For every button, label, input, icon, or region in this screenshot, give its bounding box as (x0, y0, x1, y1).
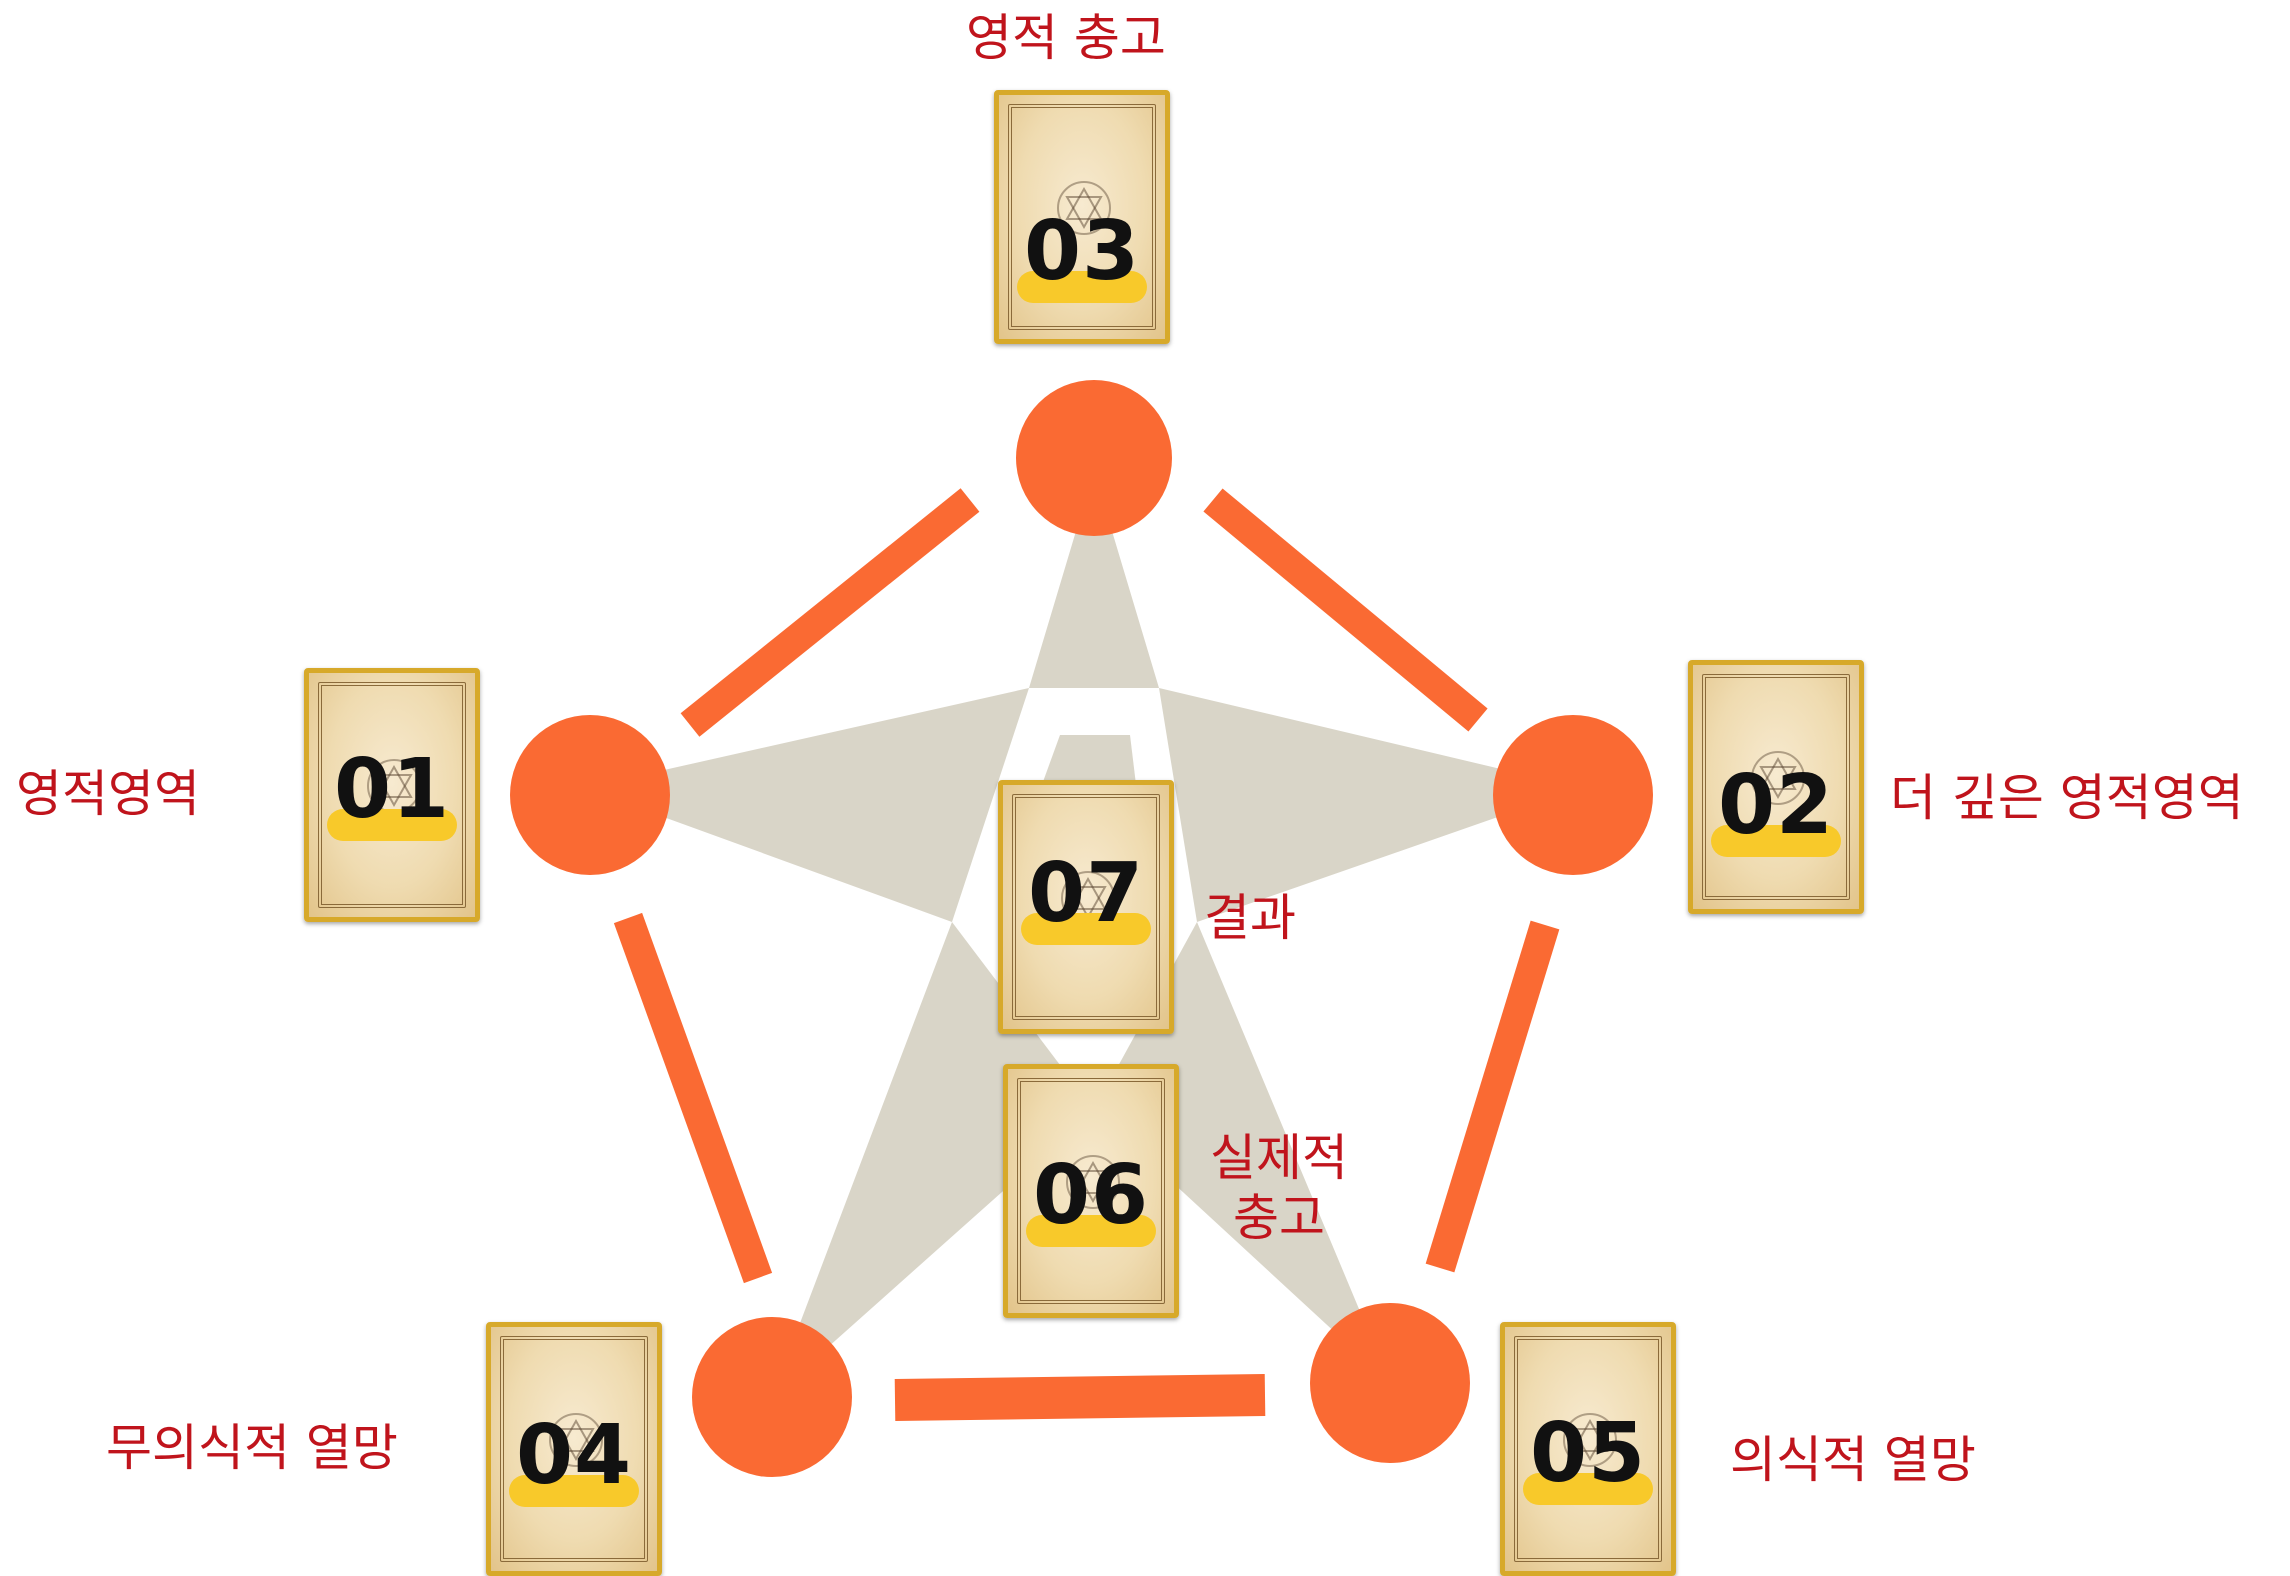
number-highlight (1021, 913, 1151, 945)
number-highlight (327, 809, 457, 841)
card-05: 05 (1500, 1322, 1676, 1576)
number-highlight (1711, 825, 1841, 857)
card-frame (318, 682, 466, 908)
node-right (1493, 715, 1653, 875)
number-highlight (1026, 1215, 1156, 1247)
label-conscious-desire: 의식적 열망 (1730, 1431, 1976, 1489)
edge-bottom (894, 1374, 1266, 1421)
hexagram-icon (1057, 181, 1111, 235)
label-result: 결과 (1204, 889, 1296, 947)
node-top (1016, 380, 1172, 536)
number-highlight (1017, 271, 1147, 303)
label-spiritual-realm: 영적영역 (16, 765, 200, 823)
hexagram-icon (1563, 1413, 1617, 1467)
edge-top-left (680, 488, 980, 737)
hexagram-icon (549, 1413, 603, 1467)
card-frame (1008, 104, 1156, 330)
card-number: 02 (1717, 758, 1835, 853)
card-frame (500, 1336, 648, 1562)
card-frame (1514, 1336, 1662, 1562)
card-01: 01 (304, 668, 480, 922)
label-practical-advice: 실제적 충고 (1210, 1129, 1348, 1247)
card-number: 06 (1032, 1148, 1150, 1243)
card-number: 01 (333, 742, 451, 837)
card-frame (1702, 674, 1850, 900)
card-number: 07 (1027, 846, 1145, 941)
pentagon-nodes (510, 380, 1653, 1477)
edge-top-right (1203, 488, 1488, 732)
hexagram-icon (1751, 751, 1805, 805)
card-frame (1012, 794, 1160, 1020)
card-04: 04 (486, 1322, 662, 1576)
node-bottom-left (692, 1317, 852, 1477)
number-highlight (509, 1475, 639, 1507)
card-frame (1017, 1078, 1165, 1304)
card-number: 03 (1023, 204, 1141, 299)
pentagon-edges (613, 488, 1560, 1421)
edge-left (613, 912, 773, 1284)
hexagram-icon (1066, 1155, 1120, 1209)
card-02: 02 (1688, 660, 1864, 914)
number-highlight (1523, 1473, 1653, 1505)
edge-right (1425, 920, 1560, 1273)
node-bottom-right (1310, 1303, 1470, 1463)
label-spiritual-advice: 영적 충고 (966, 9, 1166, 67)
card-07: 07 (998, 780, 1174, 1034)
label-unconscious-desire: 무의식적 열망 (106, 1419, 398, 1477)
card-number: 05 (1529, 1406, 1647, 1501)
label-deeper-spiritual-realm: 더 깊은 영적영역 (1890, 769, 2244, 827)
node-left (510, 715, 670, 875)
card-number: 04 (515, 1408, 633, 1503)
card-06: 06 (1003, 1064, 1179, 1318)
card-03: 03 (994, 90, 1170, 344)
